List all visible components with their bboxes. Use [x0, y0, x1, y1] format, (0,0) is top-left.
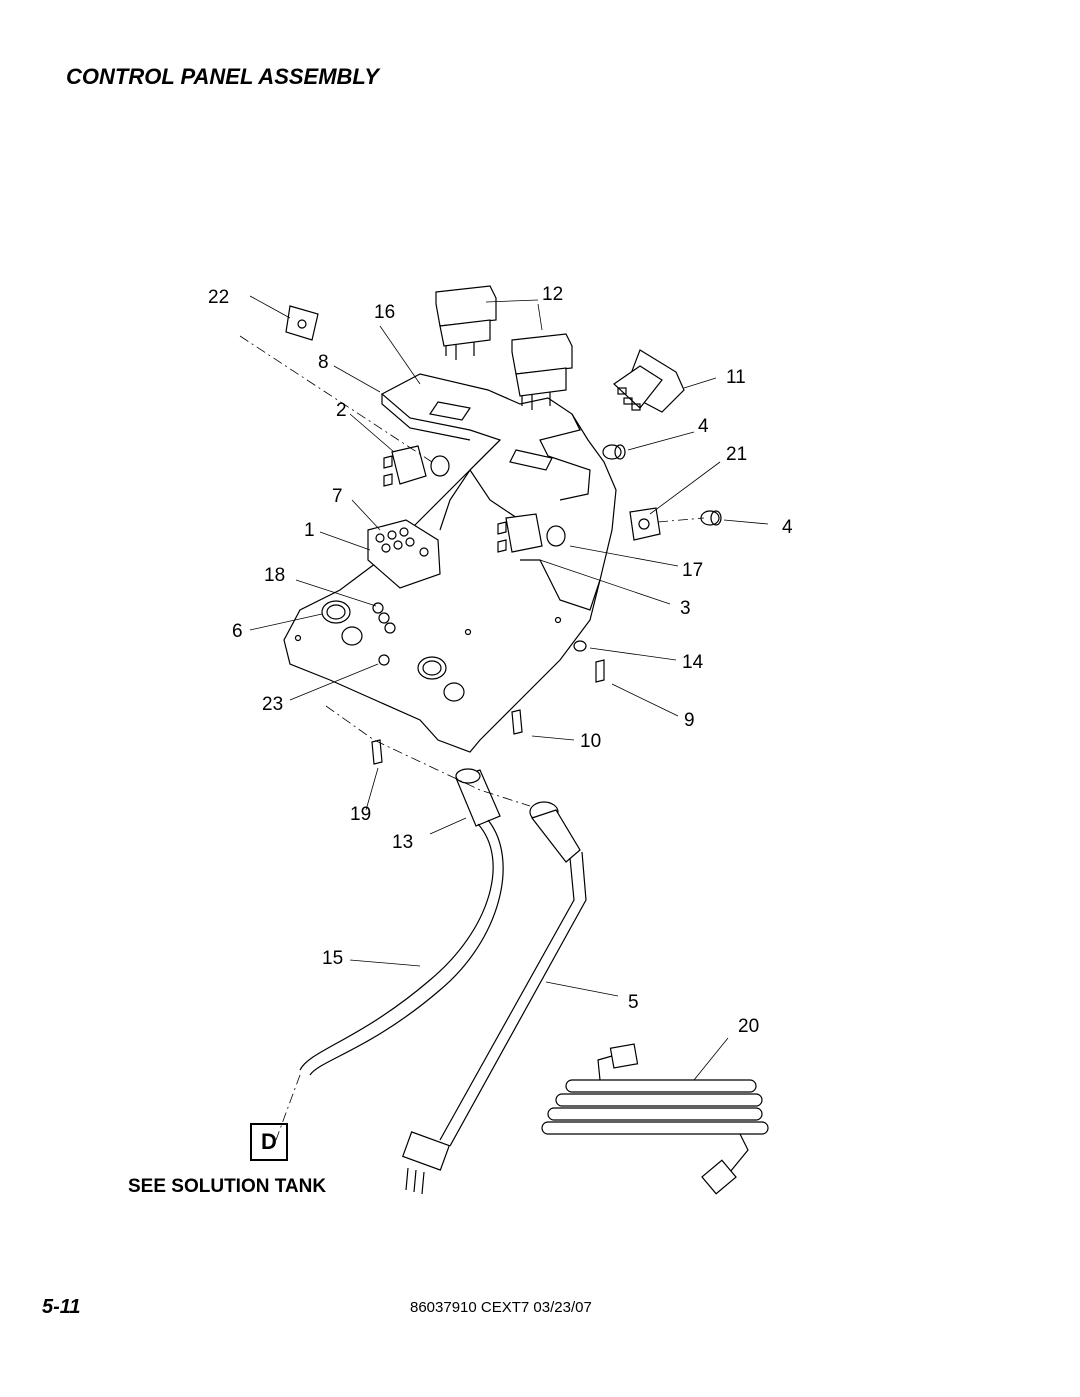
callout-4-lower: 4 [782, 517, 793, 538]
washer-and-screw [573, 640, 605, 683]
toggle-switch [613, 349, 685, 413]
callout-8: 8 [318, 352, 329, 373]
screw-19 [371, 739, 383, 765]
callout-3: 3 [680, 598, 691, 619]
indicator-switch-cable [401, 801, 587, 1195]
callout-6: 6 [232, 621, 243, 642]
pressure-switch-harness [275, 768, 504, 1141]
callout-15: 15 [322, 948, 343, 969]
grommet-upper [602, 444, 626, 460]
callout-17: 17 [682, 560, 703, 581]
screw-10 [511, 709, 523, 735]
callout-19: 19 [350, 804, 371, 825]
document-reference: 86037910 CEXT7 03/23/07 [410, 1299, 592, 1316]
page-number: 5-11 [42, 1296, 81, 1318]
control-panel-bracket [283, 373, 617, 753]
callout-13: 13 [392, 832, 413, 853]
rocker-switch-upper [435, 285, 497, 360]
callout-4-upper: 4 [698, 416, 709, 437]
callout-14: 14 [682, 652, 704, 673]
clip-mount [629, 507, 661, 541]
assembly-line-grommet [657, 517, 705, 523]
page-title: CONTROL PANEL ASSEMBLY [66, 64, 379, 89]
callout-10: 10 [580, 731, 601, 752]
callout-numbers: 22 12 16 8 11 2 4 21 7 4 1 17 18 3 6 14 … [208, 284, 793, 1037]
callout-7: 7 [332, 486, 343, 507]
callout-22: 22 [208, 287, 229, 308]
coiled-harness [541, 1043, 769, 1195]
assembly-line-clipnut [239, 335, 433, 463]
callout-16: 16 [374, 302, 395, 323]
detail-reference-box: D [250, 1123, 288, 1161]
terminal-block [367, 519, 441, 589]
callout-18: 18 [264, 565, 285, 586]
clip-nut [285, 305, 319, 341]
callout-9: 9 [684, 710, 695, 731]
callout-1: 1 [304, 520, 315, 541]
rocker-switch-lower [511, 333, 573, 410]
callout-leaders [249, 295, 769, 1081]
relay-lower [497, 513, 566, 553]
callout-23: 23 [262, 694, 283, 715]
callout-5: 5 [628, 992, 639, 1013]
assembly-line-lower [325, 705, 531, 807]
callout-12: 12 [542, 284, 563, 305]
reference-note: SEE SOLUTION TANK [128, 1176, 327, 1197]
callout-2: 2 [336, 400, 347, 421]
callout-20: 20 [738, 1016, 759, 1037]
callout-11: 11 [726, 367, 746, 388]
relay-upper [383, 445, 450, 487]
callout-21: 21 [726, 444, 747, 465]
